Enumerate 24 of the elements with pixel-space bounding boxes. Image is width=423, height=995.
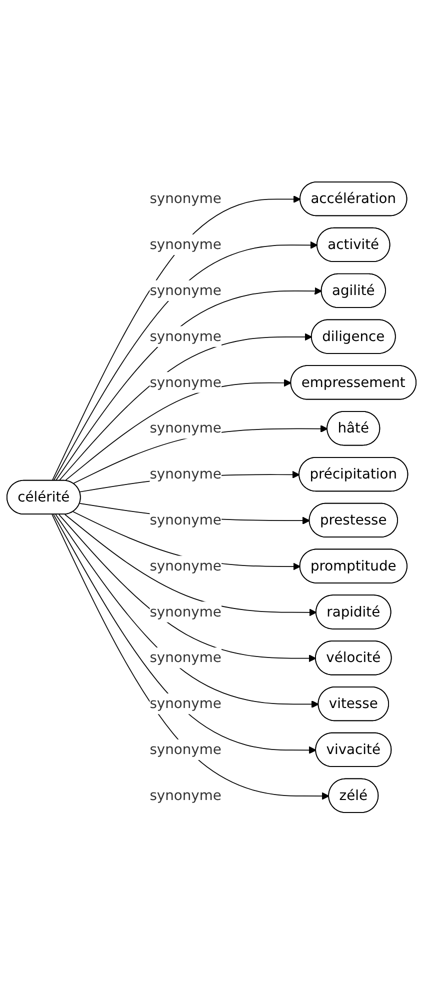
- edge-label: synonyme: [150, 420, 222, 436]
- edge-label: synonyme: [150, 558, 222, 574]
- edge-label: synonyme: [150, 236, 222, 253]
- edge-label: synonyme: [150, 695, 222, 712]
- edge-label: synonyme: [150, 190, 222, 207]
- edge-label: synonyme: [150, 328, 222, 345]
- edge-label: synonyme: [150, 604, 222, 620]
- edge-label: synonyme: [150, 466, 222, 482]
- arrow: [52, 196, 301, 482]
- arrow: [64, 379, 292, 482]
- arrow: [53, 514, 316, 754]
- edge-label: synonyme: [150, 512, 222, 528]
- arrow: [58, 333, 312, 482]
- edge-label: synonyme: [150, 374, 222, 391]
- edge-label: synonyme: [150, 787, 222, 804]
- edge-label: synonyme: [150, 650, 222, 666]
- arrow: [53, 242, 318, 482]
- arrow: [58, 514, 316, 662]
- edge-label: synonyme: [150, 282, 222, 299]
- arrow: [55, 514, 319, 708]
- arrow: [64, 514, 317, 616]
- arrow: [52, 514, 330, 800]
- arrow: [55, 288, 322, 482]
- edge-label: synonyme: [150, 741, 222, 758]
